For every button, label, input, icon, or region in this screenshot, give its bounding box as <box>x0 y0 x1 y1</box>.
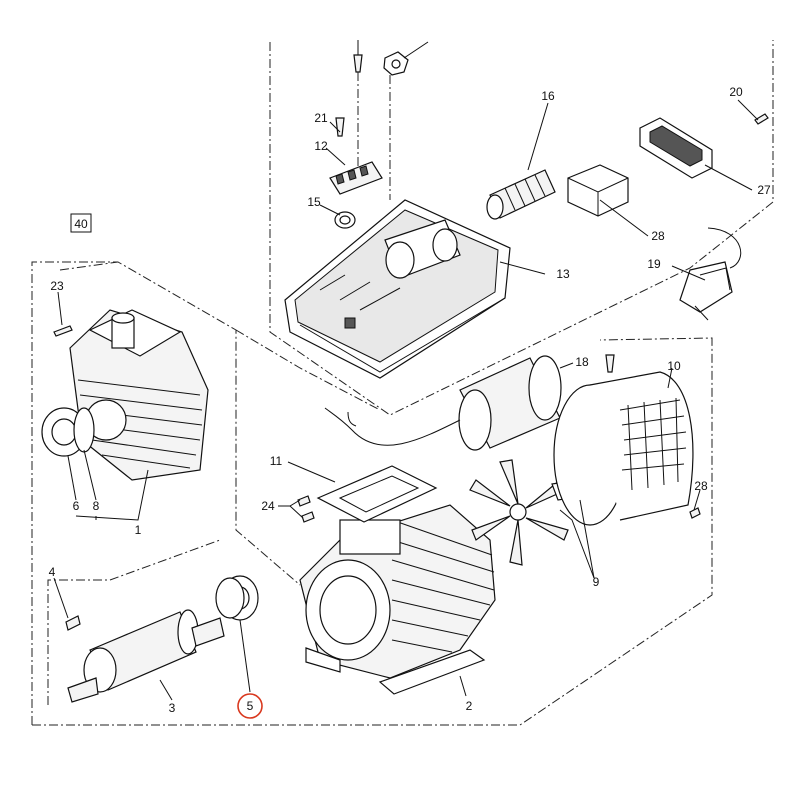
highlight-circle-5 <box>237 693 263 719</box>
callout-2: 2 <box>466 699 473 713</box>
callout-6: 6 <box>73 499 80 513</box>
screw-28b <box>689 507 701 519</box>
screw-23 <box>53 325 73 337</box>
screw-18 <box>605 354 615 373</box>
leader-lines <box>53 99 759 701</box>
callout-40: 40 <box>74 217 88 231</box>
callout-27: 27 <box>757 183 771 197</box>
callout-11: 11 <box>270 454 283 468</box>
ring-15 <box>334 211 356 229</box>
fan-cover-10 <box>553 371 694 526</box>
capacitor-18 <box>324 355 562 451</box>
gasket-11 <box>316 465 438 523</box>
callout-13: 13 <box>556 267 570 281</box>
callout-20: 20 <box>729 85 743 99</box>
assembly-outlines <box>31 40 774 726</box>
callout-28b: 28 <box>694 479 708 493</box>
motor-housing-1 <box>69 309 209 481</box>
callout-4: 4 <box>49 565 56 579</box>
frame-27 <box>639 117 713 179</box>
callout-9: 9 <box>593 575 600 589</box>
callout-24: 24 <box>261 499 275 513</box>
callout-18: 18 <box>575 355 589 369</box>
callout-3: 3 <box>169 701 176 715</box>
bearing-shield-6 <box>41 407 95 457</box>
callout-5: 5 <box>247 699 254 713</box>
switch-28 <box>567 164 629 217</box>
terminal-block-12 <box>329 161 383 195</box>
nut-top <box>383 41 429 76</box>
bearing-5 <box>215 575 259 621</box>
callout-labels: 40 23 6 8 1 4 3 5 2 24 11 18 10 9 28 19 … <box>49 85 771 719</box>
motor-body-2 <box>299 504 496 695</box>
screw-top <box>353 40 363 73</box>
callout-28a: 28 <box>651 229 665 243</box>
rotor-3 <box>67 609 225 703</box>
callout-16: 16 <box>541 89 555 103</box>
callout-23: 23 <box>50 279 64 293</box>
power-cable-19 <box>679 227 742 321</box>
callout-12: 12 <box>314 139 328 153</box>
screw-21 <box>335 117 345 137</box>
cable-gland-16 <box>486 169 556 220</box>
callout-10: 10 <box>667 359 681 373</box>
callout-box-40 <box>70 213 92 233</box>
callout-8: 8 <box>93 499 100 513</box>
key-4 <box>65 615 81 631</box>
terminal-box-13 <box>284 199 511 379</box>
screws-24 <box>297 495 315 523</box>
callout-19: 19 <box>647 257 661 271</box>
callout-15: 15 <box>307 195 321 209</box>
callout-21: 21 <box>314 111 328 125</box>
fan-9 <box>469 459 585 566</box>
screw-20 <box>754 113 769 125</box>
callout-1: 1 <box>135 523 142 537</box>
